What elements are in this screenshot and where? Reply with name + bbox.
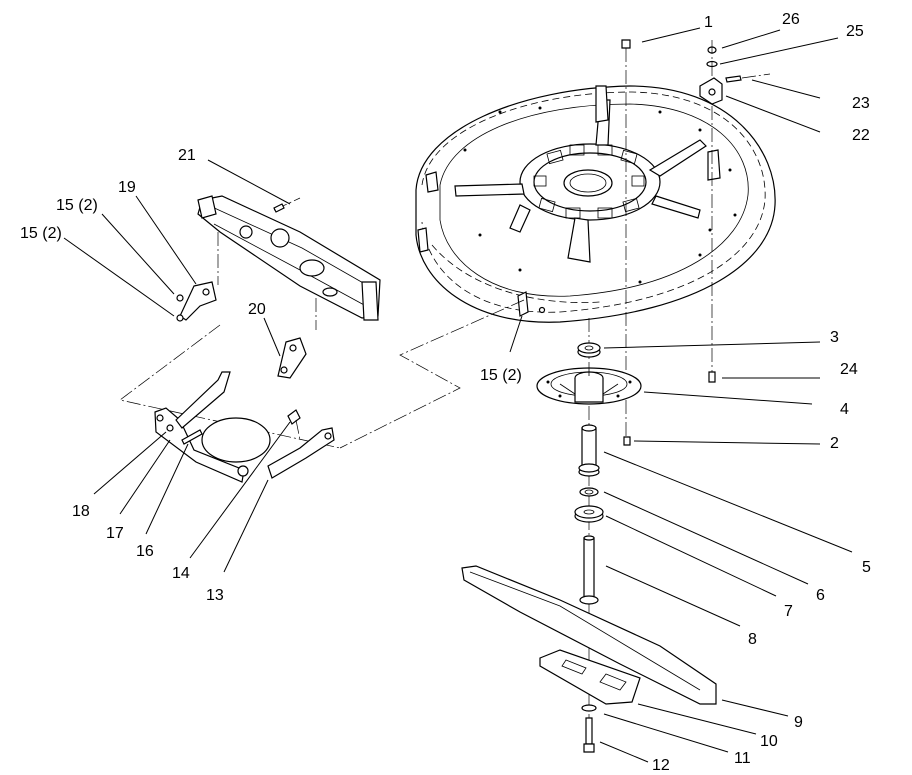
callout-26: 26 — [782, 11, 800, 28]
callout-22: 22 — [852, 127, 870, 144]
mower-deck-housing — [415, 85, 776, 323]
callout-3: 3 — [830, 329, 839, 346]
callout-12: 12 — [652, 757, 670, 774]
callout-11: 11 — [734, 750, 751, 767]
callout-15-deck: 15 (2) — [480, 367, 522, 384]
callout-14: 14 — [172, 565, 190, 582]
callout-15-lower: 15 (2) — [20, 225, 62, 242]
callout-6: 6 — [816, 587, 825, 604]
callout-2: 2 — [830, 435, 839, 452]
leader-lines — [63, 27, 853, 763]
blade-spindle-assembly — [461, 318, 717, 753]
callout-19: 19 — [118, 179, 136, 196]
callout-23: 23 — [852, 95, 870, 112]
deck-hanger-assembly — [119, 195, 525, 449]
deck-bracket-assembly — [154, 371, 335, 483]
callout-21: 21 — [178, 147, 196, 164]
callout-10: 10 — [760, 733, 778, 750]
callout-9: 9 — [794, 714, 803, 731]
callout-18: 18 — [72, 503, 90, 520]
callout-13: 13 — [206, 587, 224, 604]
callout-labels: 1 2 3 4 5 6 7 8 9 10 11 12 13 14 15 (2) … — [20, 11, 871, 774]
callout-4: 4 — [840, 401, 849, 418]
callout-5: 5 — [862, 559, 871, 576]
callout-1: 1 — [704, 14, 713, 31]
callout-20: 20 — [248, 301, 266, 318]
callout-16: 16 — [136, 543, 154, 560]
callout-24: 24 — [840, 361, 858, 378]
callout-25: 25 — [846, 23, 864, 40]
callout-17: 17 — [106, 525, 124, 542]
callout-8: 8 — [748, 631, 757, 648]
callout-15-upper: 15 (2) — [56, 197, 98, 214]
callout-7: 7 — [784, 603, 793, 620]
